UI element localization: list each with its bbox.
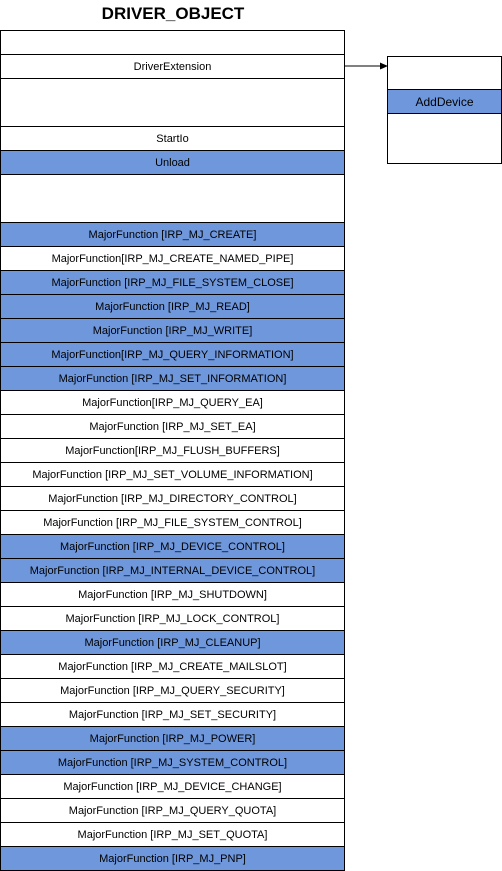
field-majorfunction-irp-mj-query-information: MajorFunction[IRP_MJ_QUERY_INFORMATION] [1, 342, 344, 366]
field-majorfunction-irp-mj-file-system-control: MajorFunction [IRP_MJ_FILE_SYSTEM_CONTRO… [1, 510, 344, 534]
diagram-title: DRIVER_OBJECT [101, 4, 245, 23]
field-majorfunction-irp-mj-device-control: MajorFunction [IRP_MJ_DEVICE_CONTROL] [1, 534, 344, 558]
field-majorfunction-irp-mj-read: MajorFunction [IRP_MJ_READ] [1, 294, 344, 318]
field-majorfunction-irp-mj-set-volume-information: MajorFunction [IRP_MJ_SET_VOLUME_INFORMA… [1, 462, 344, 486]
field-majorfunction-irp-mj-set-quota: MajorFunction [IRP_MJ_SET_QUOTA] [1, 822, 344, 846]
arrow-head [380, 62, 388, 70]
ext-field-adddevice: AddDevice [388, 89, 501, 113]
field-driverextension: DriverExtension [1, 54, 344, 78]
field-majorfunction-irp-mj-create: MajorFunction [IRP_MJ_CREATE] [1, 222, 344, 246]
field-majorfunction-irp-mj-pnp: MajorFunction [IRP_MJ_PNP] [1, 846, 344, 870]
field-majorfunction-irp-mj-lock-control: MajorFunction [IRP_MJ_LOCK_CONTROL] [1, 606, 344, 630]
field-majorfunction-irp-mj-shutdown: MajorFunction [IRP_MJ_SHUTDOWN] [1, 582, 344, 606]
field-majorfunction-irp-mj-query-ea: MajorFunction[IRP_MJ_QUERY_EA] [1, 390, 344, 414]
field-majorfunction-irp-mj-create-named-pipe: MajorFunction[IRP_MJ_CREATE_NAMED_PIPE] [1, 246, 344, 270]
field-majorfunction-irp-mj-set-ea: MajorFunction [IRP_MJ_SET_EA] [1, 414, 344, 438]
field-majorfunction-irp-mj-create-mailslot: MajorFunction [IRP_MJ_CREATE_MAILSLOT] [1, 654, 344, 678]
field-majorfunction-irp-mj-internal-device-control: MajorFunction [IRP_MJ_INTERNAL_DEVICE_CO… [1, 558, 344, 582]
field-majorfunction-irp-mj-query-quota: MajorFunction [IRP_MJ_QUERY_QUOTA] [1, 798, 344, 822]
driver-extension-struct: AddDevice [387, 56, 502, 164]
field-majorfunction-irp-mj-file-system-close: MajorFunction [IRP_MJ_FILE_SYSTEM_CLOSE] [1, 270, 344, 294]
field-unload: Unload [1, 150, 344, 174]
field-majorfunction-irp-mj-write: MajorFunction [IRP_MJ_WRITE] [1, 318, 344, 342]
field-empty-0 [1, 31, 344, 54]
field-majorfunction-irp-mj-flush-buffers: MajorFunction[IRP_MJ_FLUSH_BUFFERS] [1, 438, 344, 462]
field-majorfunction-irp-mj-set-security: MajorFunction [IRP_MJ_SET_SECURITY] [1, 702, 344, 726]
field-majorfunction-irp-mj-set-information: MajorFunction [IRP_MJ_SET_INFORMATION] [1, 366, 344, 390]
field-majorfunction-irp-mj-query-security: MajorFunction [IRP_MJ_QUERY_SECURITY] [1, 678, 344, 702]
field-empty-5 [1, 174, 344, 222]
ext-field-empty-0 [388, 57, 501, 89]
field-empty-2 [1, 78, 344, 126]
field-majorfunction-irp-mj-directory-control: MajorFunction [IRP_MJ_DIRECTORY_CONTROL] [1, 486, 344, 510]
field-majorfunction-irp-mj-cleanup: MajorFunction [IRP_MJ_CLEANUP] [1, 630, 344, 654]
field-majorfunction-irp-mj-device-change: MajorFunction [IRP_MJ_DEVICE_CHANGE] [1, 774, 344, 798]
field-majorfunction-irp-mj-power: MajorFunction [IRP_MJ_POWER] [1, 726, 344, 750]
field-startio: StartIo [1, 126, 344, 150]
ext-field-empty-2 [388, 113, 501, 163]
field-majorfunction-irp-mj-system-control: MajorFunction [IRP_MJ_SYSTEM_CONTROL] [1, 750, 344, 774]
